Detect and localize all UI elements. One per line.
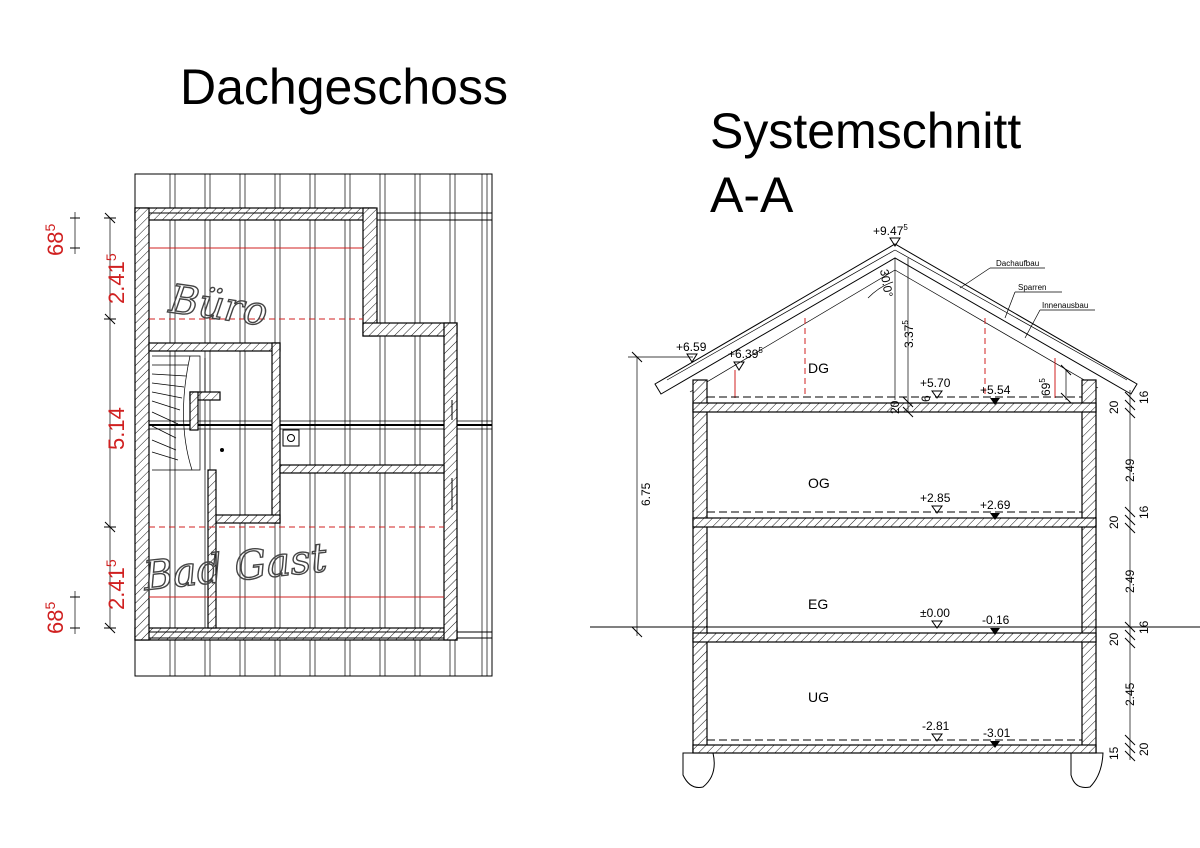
dim-right-6: 16 bbox=[1137, 620, 1151, 634]
label-interior-finish: Innenausbau bbox=[1042, 301, 1088, 310]
section-right-wall bbox=[1081, 379, 1097, 753]
level-og-finished: +2.85 bbox=[920, 491, 951, 505]
level-ug-raw: -3.01 bbox=[983, 726, 1011, 740]
inner-wall-mid bbox=[279, 464, 445, 474]
floor-label-dg: DG bbox=[808, 360, 829, 376]
left-wall bbox=[134, 207, 150, 641]
dim-slab-6: 6 bbox=[919, 395, 933, 402]
dim-right-7: 20 bbox=[1107, 632, 1121, 646]
top-wall bbox=[134, 207, 376, 221]
level-ridge: +9.475 bbox=[873, 223, 908, 238]
dim-dg-ridge-height: 3.375 bbox=[901, 320, 916, 348]
level-eg-raw: -0.16 bbox=[982, 613, 1010, 627]
roof-pitch: 30.0° bbox=[877, 268, 896, 298]
dim-right-3: 16 bbox=[1137, 505, 1151, 519]
stair-core-wall2 bbox=[189, 391, 199, 431]
label-roof-build-up: Dachaufbau bbox=[996, 259, 1039, 268]
chimney bbox=[282, 429, 300, 447]
dim-right-5: 2.49 bbox=[1123, 569, 1137, 593]
label-rafters: Sparren bbox=[1018, 283, 1046, 292]
floor-label-eg: EG bbox=[808, 596, 828, 612]
floor-plan: Büro Bad Gast 685 2.415 5.14 bbox=[42, 173, 493, 677]
level-ug-finished: -2.81 bbox=[922, 719, 950, 733]
floor-label-ug: UG bbox=[808, 689, 829, 705]
right-wall-step bbox=[362, 322, 458, 337]
level-dg-finished: +5.70 bbox=[920, 376, 951, 390]
dim-right-1: 20 bbox=[1107, 400, 1121, 414]
dim-right-9: 20 bbox=[1137, 742, 1151, 756]
room-label-bath-guest: Bad Gast bbox=[140, 535, 330, 600]
section-aa: Dachaufbau Sparren Innenausbau 30.0° +9.… bbox=[590, 223, 1200, 788]
level-markers bbox=[931, 390, 1000, 748]
dim-right-2: 2.49 bbox=[1123, 458, 1137, 482]
right-wall-upper bbox=[362, 207, 378, 337]
stair-wall-right bbox=[271, 342, 281, 524]
level-eg-finished: ±0.00 bbox=[920, 606, 950, 620]
right-dimension-chain bbox=[1124, 390, 1136, 762]
dim-middle-span: 5.14 bbox=[104, 407, 129, 450]
stair-wall-top bbox=[148, 342, 281, 352]
section-left-wall bbox=[692, 379, 708, 753]
dim-lower-span: 2.415 bbox=[103, 559, 129, 610]
dim-top-small: 685 bbox=[42, 224, 68, 256]
slab-ug bbox=[692, 744, 1097, 754]
section-title-line1: Systemschnitt bbox=[710, 103, 1022, 159]
left-dimension-chain bbox=[70, 212, 116, 634]
section-title-line2: A-A bbox=[710, 167, 794, 223]
right-wall-east bbox=[443, 322, 458, 641]
floor-label-og: OG bbox=[808, 475, 830, 491]
dim-right-0: 16 bbox=[1137, 390, 1151, 404]
slab-dg bbox=[692, 402, 1097, 413]
dim-knee-wall: 695 bbox=[1038, 378, 1053, 396]
shaft-wall bbox=[207, 469, 217, 629]
level-dg-raw: +5.54 bbox=[980, 383, 1011, 397]
dim-right-10: 15 bbox=[1107, 746, 1121, 760]
dim-right-8: 2.45 bbox=[1123, 682, 1137, 706]
room-label-office: Büro bbox=[166, 276, 271, 335]
level-og-raw: +2.69 bbox=[980, 498, 1011, 512]
dim-total-height: 6.75 bbox=[639, 482, 653, 506]
dim-bottom-small: 685 bbox=[42, 602, 68, 634]
floor-plan-title: Dachgeschoss bbox=[180, 59, 508, 115]
dim-slab-20: 20 bbox=[888, 400, 902, 414]
level-eaves: +6.59 bbox=[676, 340, 707, 354]
dim-upper-span: 2.415 bbox=[103, 253, 129, 304]
slab-eg bbox=[692, 632, 1097, 643]
level-eaves-inner: +6.395 bbox=[728, 346, 763, 361]
slab-og bbox=[692, 517, 1097, 528]
inner-wall-bottom bbox=[214, 514, 281, 524]
dim-right-4: 20 bbox=[1107, 515, 1121, 529]
stair bbox=[151, 355, 224, 471]
roof bbox=[654, 243, 1138, 400]
